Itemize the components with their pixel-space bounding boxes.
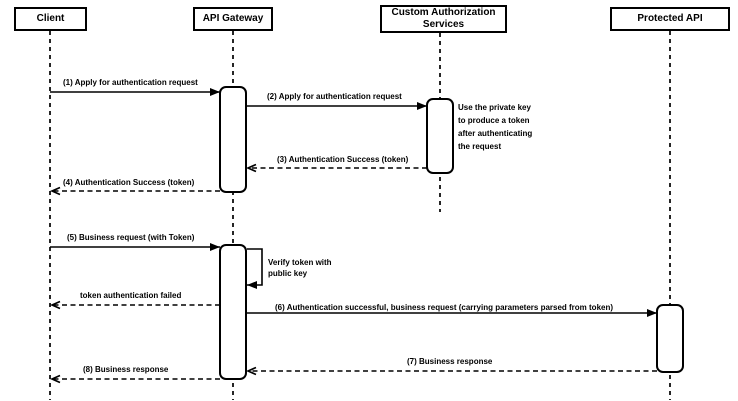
- self-message-verify-token-arrow: [247, 248, 263, 289]
- message-5-label: (5) Business request (with Token): [67, 233, 195, 242]
- message-4-label: (4) Authentication Success (token): [63, 178, 195, 187]
- message-8-label: (8) Business response: [83, 365, 169, 374]
- activation-api-gateway-business: [219, 244, 247, 380]
- actor-protected-api: Protected API: [610, 7, 730, 31]
- actor-custom-authorization-services-label: Custom Authorization Services: [391, 7, 496, 30]
- actor-client: Client: [14, 7, 87, 31]
- actor-api-gateway: API Gateway: [193, 7, 273, 31]
- actor-client-label: Client: [36, 13, 65, 24]
- self-message-verify-token-label: Verify token with public key: [268, 258, 332, 278]
- message-token-failed-label: token authentication failed: [80, 291, 182, 300]
- message-2-label: (2) Apply for authentication request: [267, 92, 402, 101]
- message-3-label: (3) Authentication Success (token): [277, 155, 409, 164]
- message-7-label: (7) Business response: [407, 357, 493, 366]
- activation-custom-authorization-services: [426, 98, 454, 174]
- actor-custom-authorization-services: Custom Authorization Services: [380, 5, 507, 33]
- message-6-label: (6) Authentication successful, business …: [275, 303, 614, 312]
- actor-api-gateway-label: API Gateway: [202, 13, 264, 24]
- actor-protected-api-label: Protected API: [637, 13, 703, 24]
- activation-api-gateway-auth: [219, 86, 247, 193]
- activation-protected-api: [656, 304, 684, 373]
- note-private-key: Use the private key to produce a token a…: [458, 103, 533, 151]
- message-1-label: (1) Apply for authentication request: [63, 78, 198, 87]
